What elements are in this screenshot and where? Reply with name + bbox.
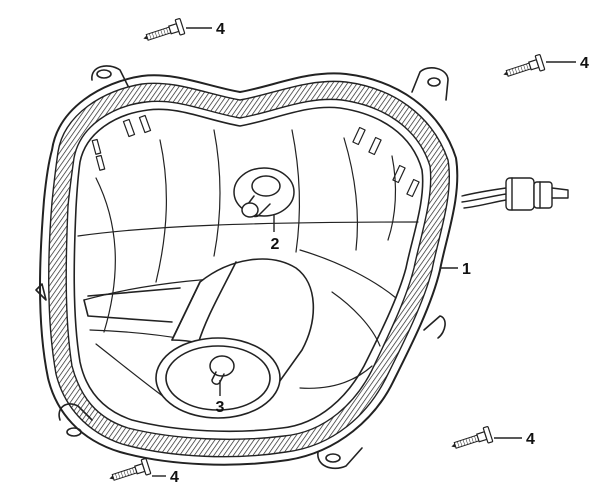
screw-top-right — [503, 54, 546, 77]
callout-1: 1 — [462, 261, 471, 278]
position-bulb — [233, 167, 295, 218]
callout-4-top-left: 4 — [216, 21, 225, 38]
callout-4-bottom-left: 4 — [170, 469, 179, 486]
headlight-bulb — [209, 355, 235, 385]
screw-bottom-left — [109, 458, 152, 481]
screw-bottom-right — [451, 426, 494, 449]
screw-top-left — [143, 18, 186, 41]
lens-edge — [73, 106, 424, 433]
callout-4-bottom-right: 4 — [526, 431, 535, 448]
callout-2: 2 — [271, 236, 280, 253]
leader-lines — [152, 27, 576, 477]
trim-band — [48, 80, 450, 458]
callout-4-top-right: 4 — [580, 55, 589, 72]
wiring-connector — [461, 177, 569, 211]
callout-3: 3 — [216, 399, 225, 416]
low-beam-housing — [83, 258, 315, 419]
housing-outer-rim — [39, 72, 459, 466]
headlight-assembly — [35, 65, 569, 470]
